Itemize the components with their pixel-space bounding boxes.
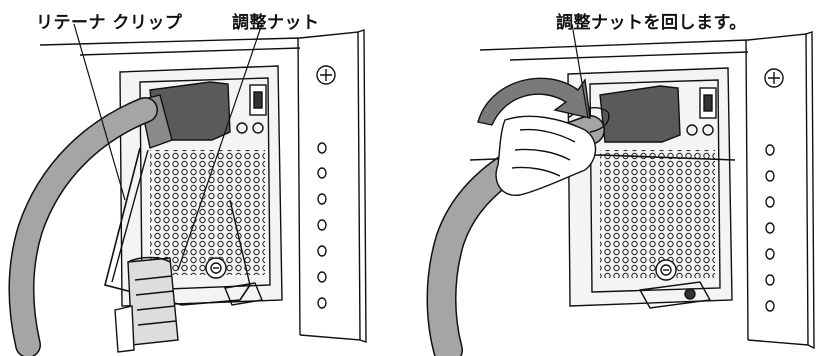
instruction-label-right: 調整ナットを回します。: [556, 13, 747, 33]
output-ok-led-icon: [252, 122, 264, 134]
enable-switch-icon: [699, 87, 717, 119]
hand-icon: [495, 107, 610, 196]
retainer-clip-wire: [104, 147, 251, 306]
retainer-clip-pointer: [73, 23, 126, 201]
vent-grille: [150, 150, 265, 275]
input-ok-led-icon: [236, 122, 248, 134]
thumbscrew-icon: [655, 259, 677, 281]
output-ok-led-icon: [702, 124, 714, 136]
enable-switch-icon: [249, 84, 267, 116]
left-diagram: [8, 23, 367, 356]
rotate-arrow-icon: [477, 77, 591, 126]
adjust-nut-pointer-left: [177, 23, 263, 271]
vent-grille: [600, 150, 715, 278]
input-ok-led-icon: [686, 124, 698, 136]
chassis-screw-icon: [316, 65, 336, 85]
adjust-nut-label-left: 調整ナット: [232, 13, 320, 33]
power-plug: [599, 85, 681, 143]
flange-holes: [317, 142, 327, 309]
chassis-screw-icon: [764, 68, 784, 88]
thumbscrew-icon: [205, 257, 227, 279]
retainer-clip-label: リテーナ クリップ: [36, 13, 183, 33]
right-diagram: [426, 23, 815, 356]
adjust-nut-pointer-right: [571, 23, 589, 119]
cable-tie: [114, 256, 179, 353]
flange-holes: [765, 144, 775, 312]
